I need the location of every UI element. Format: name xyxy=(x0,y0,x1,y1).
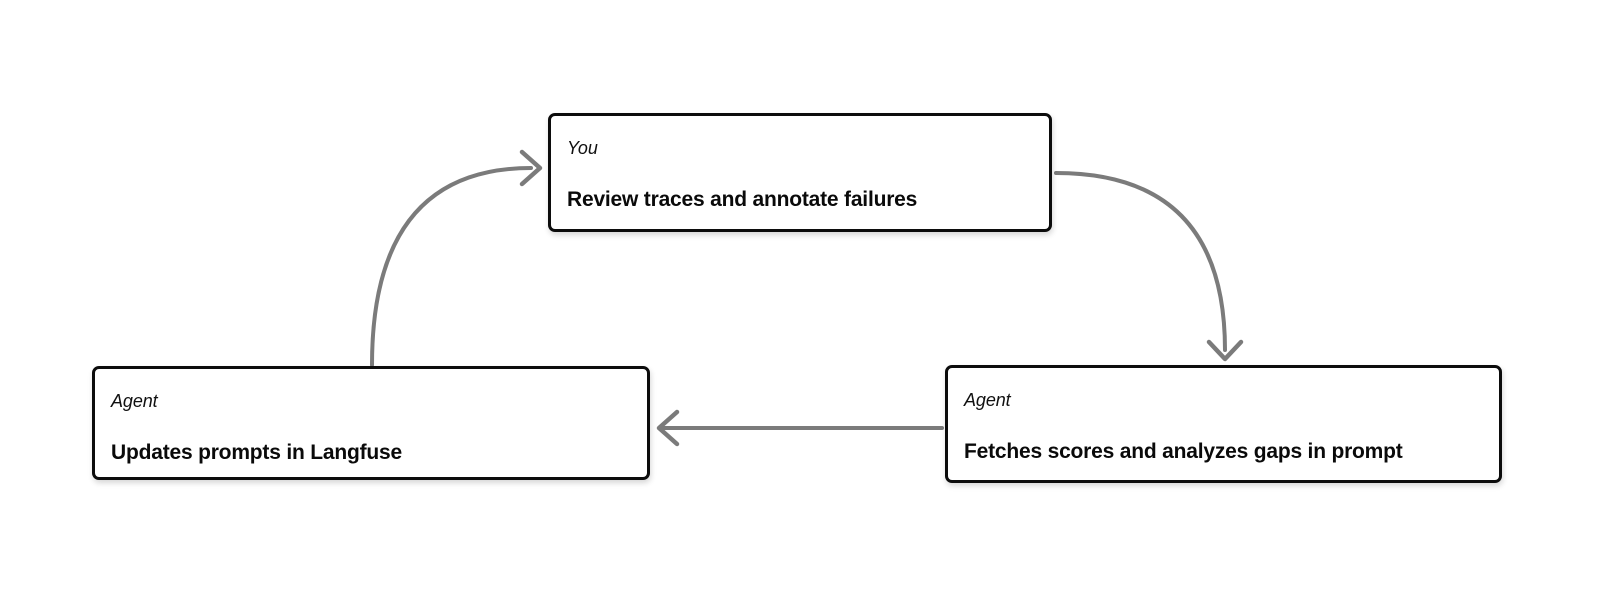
arrow-fetch-to-update xyxy=(656,409,944,447)
node-actor-label: Agent xyxy=(111,391,158,411)
arrow-update-to-review xyxy=(370,149,543,367)
node-title: Fetches scores and analyzes gaps in prom… xyxy=(964,440,1403,463)
node-review-traces: You Review traces and annotate failures xyxy=(548,113,1052,232)
node-actor-label: Agent xyxy=(964,390,1011,410)
node-title: Updates prompts in Langfuse xyxy=(111,441,402,464)
node-fetches-scores: Agent Fetches scores and analyzes gaps i… xyxy=(945,365,1502,483)
arrowhead-right-icon xyxy=(519,149,543,187)
arrowhead-down-icon xyxy=(1206,339,1244,362)
node-actor-label: You xyxy=(567,138,598,158)
arrow-review-to-fetch xyxy=(1054,171,1244,362)
arrowhead-left-icon xyxy=(656,409,680,447)
node-updates-prompts: Agent Updates prompts in Langfuse xyxy=(92,366,650,480)
node-title: Review traces and annotate failures xyxy=(567,188,918,211)
